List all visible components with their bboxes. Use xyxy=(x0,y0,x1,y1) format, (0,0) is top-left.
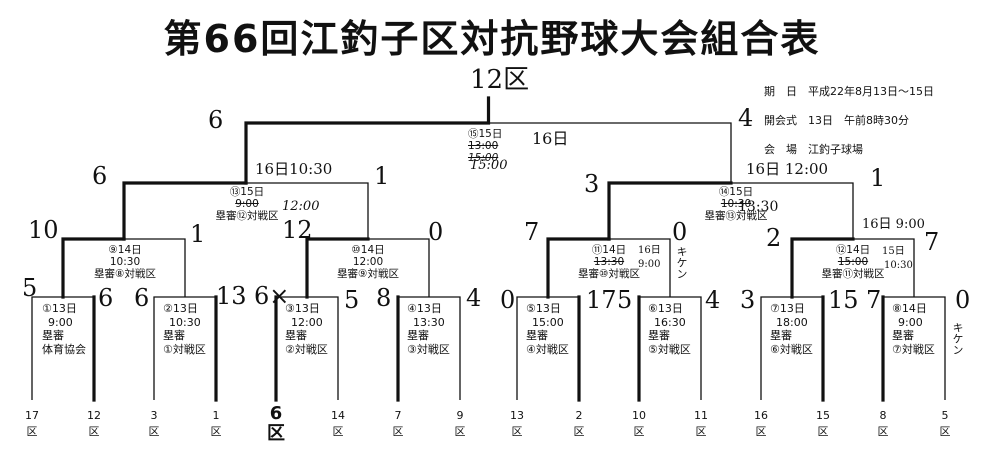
score-2ku: 17 xyxy=(586,286,617,314)
score-7ku: 8 xyxy=(376,284,392,312)
note-m11-alt: 9:00 xyxy=(638,259,661,270)
score-13ku: 0 xyxy=(500,286,516,314)
score-m11-right: 0 xyxy=(672,218,688,246)
note-semi-right: 16日 12:00 xyxy=(746,160,829,178)
note-semi-left: 16日10:30 xyxy=(255,160,333,178)
match-5-info: ⑤13日 15:00 塁審 ④対戦区 xyxy=(526,302,569,356)
page-title: 第66回江釣子区対抗野球大会組合表 xyxy=(163,17,821,61)
note-m12: 16日 9:00 xyxy=(862,217,925,232)
match-2-info: ②13日 10:30 塁審 ①対戦区 xyxy=(163,302,206,356)
score-final-right: 4 xyxy=(738,104,754,132)
winner-path-m13 xyxy=(122,181,248,241)
note-final-alt: 15:00 xyxy=(470,158,508,173)
score-m12-left: 2 xyxy=(766,224,782,252)
note-m11-side: キケン xyxy=(675,246,688,279)
match-8-info: ⑧14日 9:00 塁審 ⑦対戦区 xyxy=(892,302,935,356)
score-6ku: 6× xyxy=(254,282,290,310)
score-m11-left: 7 xyxy=(524,218,540,246)
match-11-info: ⑪14日 13:30 塁審⑩対戦区 xyxy=(578,244,640,280)
winner-path-m10 xyxy=(305,237,370,299)
note-semi-left-alt: 12:00 xyxy=(282,199,320,214)
score-m10-left: 12 xyxy=(282,216,313,244)
match-3-info: ③13日 12:00 塁審 ②対戦区 xyxy=(285,302,328,356)
match-6-info: ⑥13日 16:30 塁審 ⑤対戦区 xyxy=(648,302,691,356)
match-4-info: ④13日 13:30 塁審 ③対戦区 xyxy=(407,302,450,356)
info-dates: 期 日 平成22年8月13日～15日 xyxy=(764,85,934,98)
winner-path-m12 xyxy=(790,237,855,299)
score-m9-right: 1 xyxy=(190,220,206,248)
score-m9-left: 10 xyxy=(28,216,59,244)
champion-label: 12区 xyxy=(470,65,530,95)
score-1ku: 13 xyxy=(216,282,247,310)
score-3ku: 6 xyxy=(134,284,150,312)
score-m14-right: 1 xyxy=(870,164,886,192)
winner-path-m11 xyxy=(546,237,611,299)
note-m11: 16日 xyxy=(638,245,661,256)
score-m14-left: 3 xyxy=(584,170,600,198)
score-16ku: 3 xyxy=(740,286,756,314)
match-14-info: ⑭15日 10:30 塁審⑬対戦区 xyxy=(704,186,768,222)
info-opening: 開会式 13日 午前8時30分 xyxy=(764,114,909,127)
match-10-info: ⑩14日 12:00 塁審⑨対戦区 xyxy=(337,244,399,280)
match-12-info: ⑫14日 15:00 塁審⑪対戦区 xyxy=(821,244,885,280)
score-m10-right: 0 xyxy=(428,218,444,246)
score-m12-right: 7 xyxy=(924,228,940,256)
score-12ku: 6 xyxy=(98,284,114,312)
score-11ku: 4 xyxy=(705,286,721,314)
note-final: 16日 xyxy=(532,129,569,148)
score-15ku: 15 xyxy=(828,286,859,314)
match-15-info: ⑮15日 13:00 15:00 xyxy=(468,128,503,164)
score-final-left: 6 xyxy=(208,106,224,134)
match-13-info: ⑬15日 9:00 塁審⑫対戦区 xyxy=(215,186,279,222)
note-m12-alt2: 10:30 xyxy=(884,260,913,271)
match-9-info: ⑨14日 10:30 塁審⑧対戦区 xyxy=(94,244,156,280)
score-17ku: 5 xyxy=(22,274,38,302)
score-14ku: 5 xyxy=(344,286,360,314)
score-5ku: 0 xyxy=(955,286,971,314)
score-m13-left: 6 xyxy=(92,162,108,190)
note-m12-alt1: 15日 xyxy=(882,246,905,257)
score-10ku: 5 xyxy=(617,286,633,314)
info-venue: 会 場 江釣子球場 xyxy=(764,143,863,156)
score-8ku: 7 xyxy=(866,286,882,314)
score-9ku: 4 xyxy=(466,284,482,312)
winner-path-m9 xyxy=(61,237,126,299)
winner-path-m14 xyxy=(607,181,733,241)
note-semi-right-alt: 13:30 xyxy=(738,199,779,215)
score-m13-right: 1 xyxy=(374,162,390,190)
match-1-info: ①13日 9:00 塁審 体育協会 xyxy=(42,302,86,356)
winner-path-final xyxy=(244,96,491,185)
match-7-info: ⑦13日 18:00 塁審 ⑥対戦区 xyxy=(770,302,813,356)
note-m8-side: キケン xyxy=(951,322,964,355)
